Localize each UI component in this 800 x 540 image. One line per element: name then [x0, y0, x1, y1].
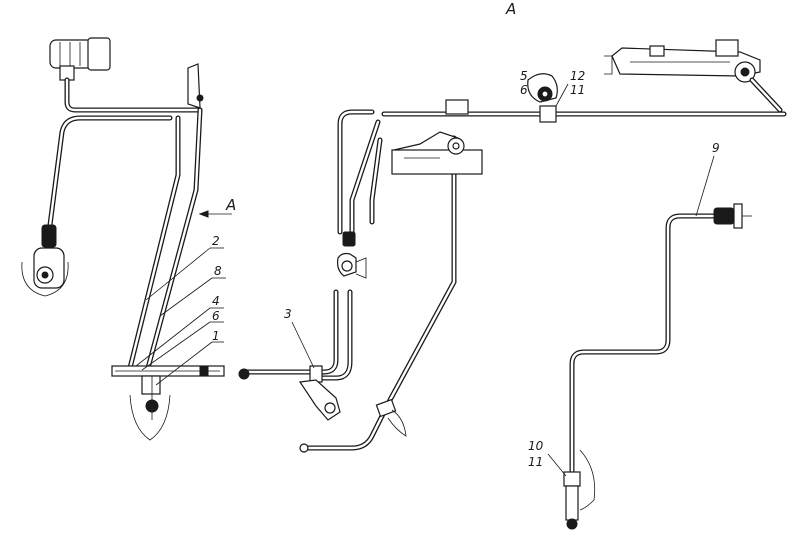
top-left-connector: [49, 37, 111, 81]
middle-pipe-assembly: 3: [238, 99, 787, 453]
callout-6-left: 6: [141, 309, 224, 371]
callout-8: 8: [159, 264, 226, 317]
left-pipe-assembly: А 2 8 4 6 1: [21, 37, 236, 441]
right-upper-fitting: [713, 203, 752, 229]
svg-text:11: 11: [570, 83, 585, 97]
middle-mount: [391, 131, 483, 175]
callout-6-right: 6: [520, 83, 528, 97]
svg-text:9: 9: [712, 141, 720, 155]
callout-10: 10: [528, 439, 567, 477]
middle-fitting: [337, 252, 367, 279]
top-right-assembly: А 5 6 12 11: [505, 0, 783, 123]
svg-text:10: 10: [528, 439, 544, 453]
svg-text:4: 4: [212, 294, 220, 308]
callout-12: 12: [555, 69, 585, 107]
svg-text:3: 3: [284, 307, 292, 321]
view-label: А: [505, 0, 516, 18]
callout-4: 4: [135, 294, 224, 367]
bottom-left-bracket: [129, 375, 171, 441]
callout-5: 5: [520, 69, 528, 83]
callout-9: 9: [695, 141, 720, 217]
direction-arrow: А: [198, 196, 236, 218]
svg-text:6: 6: [212, 309, 220, 323]
svg-text:5: 5: [520, 69, 528, 83]
callout-11-bottom: 11: [528, 455, 543, 469]
valve-upper: [527, 73, 558, 103]
callout-3: 3: [284, 307, 315, 369]
callout-2: 2: [145, 234, 224, 301]
callout-1: 1: [155, 329, 224, 386]
right-pipe-assembly: 9 10 11: [528, 141, 752, 530]
svg-text:6: 6: [520, 83, 528, 97]
svg-text:8: 8: [214, 264, 222, 278]
svg-text:12: 12: [570, 69, 585, 83]
svg-text:1: 1: [212, 329, 220, 343]
callout-11-top: 11: [570, 83, 585, 97]
svg-text:2: 2: [212, 234, 220, 248]
lower-left-fitting: [21, 224, 69, 297]
svg-text:11: 11: [528, 455, 543, 469]
upper-right-connector: [604, 39, 761, 83]
direction-label: А: [225, 196, 236, 214]
